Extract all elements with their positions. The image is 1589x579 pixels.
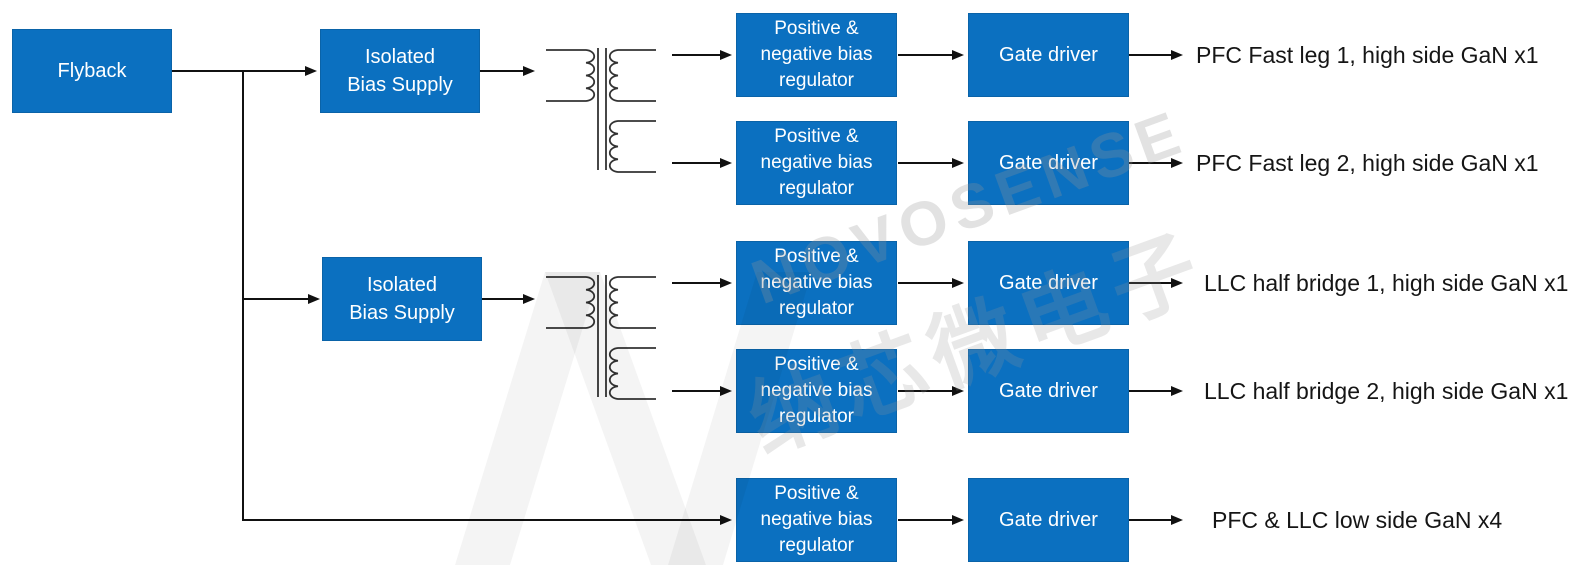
regulator-label-line2: negative bias bbox=[760, 44, 873, 65]
bias-regulator-5-block: Positive & negative bias regulator bbox=[736, 478, 897, 562]
isolated-bias-supply-2-block: Isolated Bias Supply bbox=[322, 257, 482, 341]
regulator-label-line3: regulator bbox=[779, 178, 854, 199]
bias-regulator-1-block: Positive & negative bias regulator bbox=[736, 13, 897, 97]
regulator-label-line1: Positive & bbox=[774, 246, 859, 267]
regulator-label-line2: negative bias bbox=[760, 509, 873, 530]
gate-driver-4-block: Gate driver bbox=[968, 349, 1129, 433]
bias-regulator-2-block: Positive & negative bias regulator bbox=[736, 121, 897, 205]
bias-supply-label-line1: Isolated bbox=[364, 46, 436, 68]
regulator-label-line2: negative bias bbox=[760, 272, 873, 293]
regulator-label-line3: regulator bbox=[779, 298, 854, 319]
gate-driver-label: Gate driver bbox=[999, 509, 1098, 531]
flyback-label: Flyback bbox=[57, 60, 127, 82]
branch-line-to-low-side-regulator bbox=[242, 71, 732, 525]
regulator-label-line2: negative bias bbox=[760, 380, 873, 401]
bias-supply-label-line2: Bias Supply bbox=[349, 302, 455, 324]
output-label-1: PFC Fast leg 1, high side GaN x1 bbox=[1196, 42, 1539, 68]
gate-driver-label: Gate driver bbox=[999, 380, 1098, 402]
gate-driver-3-block: Gate driver bbox=[968, 241, 1129, 325]
gate-driver-label: Gate driver bbox=[999, 44, 1098, 66]
watermark-brand-cn-text: 纳芯微电子 bbox=[736, 216, 1221, 471]
gate-driver-1-block: Gate driver bbox=[968, 13, 1129, 97]
regulator-label-line1: Positive & bbox=[774, 483, 859, 504]
regulator-label-line1: Positive & bbox=[774, 18, 859, 39]
output-label-3: LLC half bridge 1, high side GaN x1 bbox=[1204, 270, 1569, 296]
gate-driver-5-block: Gate driver bbox=[968, 478, 1129, 562]
gate-driver-label: Gate driver bbox=[999, 152, 1098, 174]
gate-driver-2-block: Gate driver bbox=[968, 121, 1129, 205]
regulator-label-line1: Positive & bbox=[774, 126, 859, 147]
regulator-label-line3: regulator bbox=[779, 406, 854, 427]
flyback-block: Flyback bbox=[12, 29, 172, 113]
regulator-label-line3: regulator bbox=[779, 70, 854, 91]
regulator-label-line2: negative bias bbox=[760, 152, 873, 173]
output-label-2: PFC Fast leg 2, high side GaN x1 bbox=[1196, 150, 1539, 176]
bias-regulator-3-block: Positive & negative bias regulator bbox=[736, 241, 897, 325]
bias-supply-label-line2: Bias Supply bbox=[347, 74, 453, 96]
transformer-2-icon bbox=[546, 275, 656, 400]
regulator-label-line3: regulator bbox=[779, 535, 854, 556]
bias-supply-label-line1: Isolated bbox=[366, 274, 438, 296]
isolated-bias-supply-1-block: Isolated Bias Supply bbox=[320, 29, 480, 113]
transformer-1-icon bbox=[546, 48, 656, 173]
bias-regulator-4-block: Positive & negative bias regulator bbox=[736, 349, 897, 433]
output-label-4: LLC half bridge 2, high side GaN x1 bbox=[1204, 378, 1569, 404]
gate-driver-label: Gate driver bbox=[999, 272, 1098, 294]
output-label-5: PFC & LLC low side GaN x4 bbox=[1212, 507, 1503, 533]
regulator-label-line1: Positive & bbox=[774, 354, 859, 375]
